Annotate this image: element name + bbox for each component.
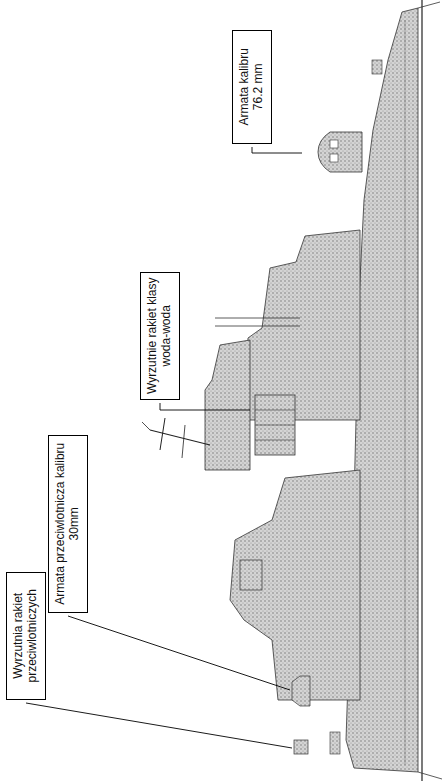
jack-staff bbox=[418, 2, 440, 8]
mast bbox=[150, 430, 210, 445]
bridge bbox=[205, 340, 250, 470]
yardarm bbox=[182, 425, 185, 458]
stern-fitting bbox=[330, 732, 340, 754]
antenna bbox=[215, 326, 300, 327]
launcher-line bbox=[255, 425, 295, 426]
callout-text-group: Wyrzutnia rakiet przeciwlotniczych bbox=[12, 577, 40, 695]
yardarm bbox=[160, 418, 165, 450]
funnel bbox=[240, 560, 262, 590]
leader-line bbox=[252, 147, 302, 153]
gun-port bbox=[330, 140, 338, 148]
callout-text: Wyrzutnie rakiet klasy woda-woda bbox=[146, 277, 174, 395]
hull-line bbox=[405, 20, 406, 765]
callout-text: Armata kalibru 76.2 mm bbox=[238, 35, 266, 139]
callout-text: Armata przeciwlotnicza kalibru 30mm bbox=[54, 440, 82, 608]
leader-line bbox=[160, 403, 250, 410]
callout-text: Wyrzutnia rakiet przeciwlotniczych bbox=[12, 577, 40, 695]
leader-line bbox=[68, 616, 290, 690]
callout-box: Armata kalibru 76.2 mm bbox=[232, 30, 272, 144]
callout-box: Wyrzutnia rakiet przeciwlotniczych bbox=[6, 572, 46, 700]
gun-port bbox=[330, 154, 338, 162]
aft-superstructure bbox=[230, 470, 360, 700]
missile-launchers bbox=[255, 395, 295, 455]
aa-gun bbox=[292, 676, 310, 706]
callout-box: Armata przeciwlotnicza kalibru 30mm bbox=[48, 435, 88, 613]
callout-text-group: Wyrzutnie rakiet klasy woda-woda bbox=[146, 277, 174, 395]
leader-line bbox=[26, 703, 292, 748]
main-gun bbox=[318, 132, 362, 172]
sam-launcher bbox=[294, 740, 308, 754]
launcher-line bbox=[255, 440, 295, 441]
bow-fitting bbox=[372, 60, 382, 74]
callout-text-group: Armata kalibru 76.2 mm bbox=[238, 35, 266, 139]
callout-text-group: Armata przeciwlotnicza kalibru 30mm bbox=[54, 440, 82, 608]
callout-box: Wyrzutnie rakiet klasy woda-woda bbox=[140, 272, 180, 400]
mast-tip bbox=[142, 422, 150, 430]
waterline bbox=[421, 0, 422, 781]
antenna bbox=[215, 318, 300, 319]
launcher-line bbox=[255, 410, 295, 411]
ensign-staff bbox=[418, 772, 442, 779]
forward-superstructure bbox=[244, 230, 360, 420]
